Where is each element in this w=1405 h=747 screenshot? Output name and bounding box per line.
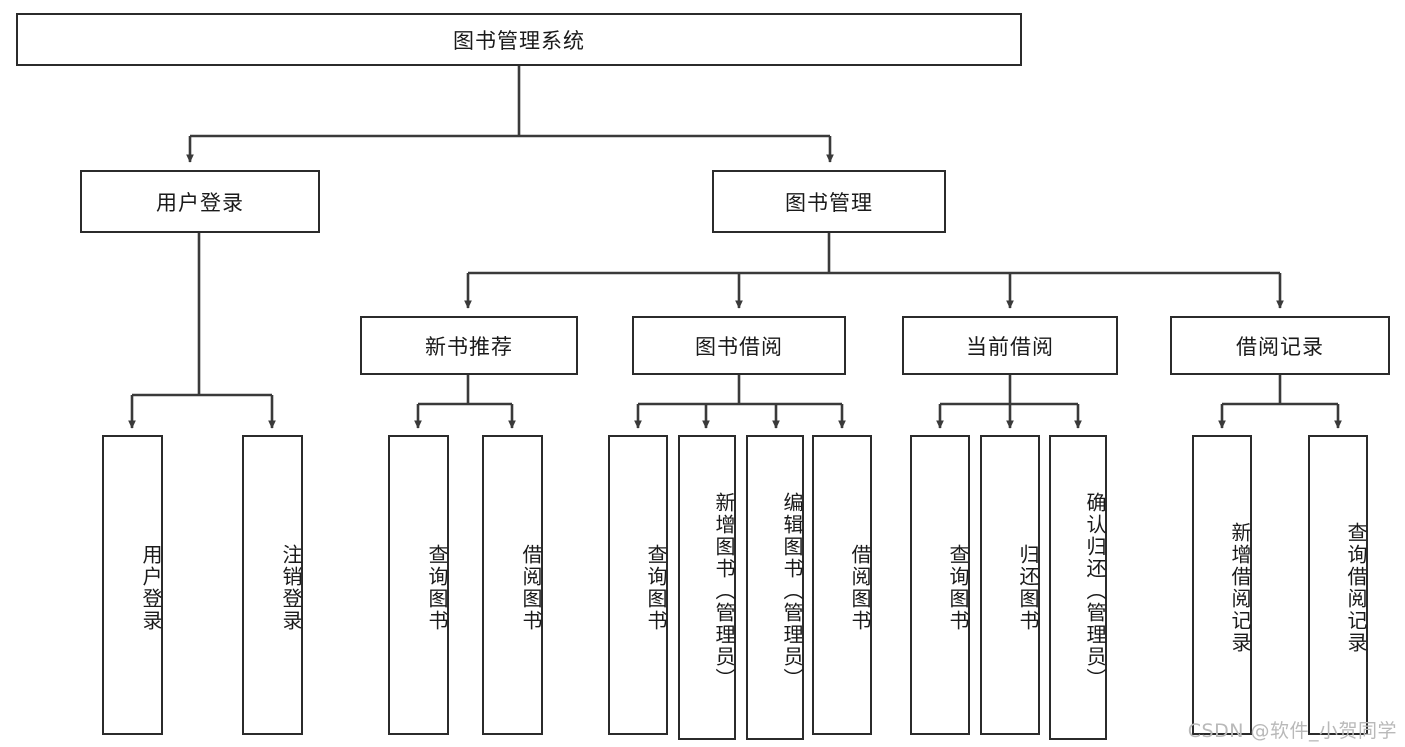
leaf-confirm-return-admin[interactable]: 确认归还（管理员）	[1049, 435, 1107, 740]
node-book-borrow[interactable]: 图书借阅	[632, 316, 846, 375]
leaf-logout-label: 注销登录	[279, 544, 303, 632]
leaf-query-borrow-record-label: 查询借阅记录	[1344, 522, 1368, 654]
leaf-user-login-label: 用户登录	[139, 544, 163, 632]
csdn-watermark: CSDN @软件_小贺同学	[1187, 720, 1397, 742]
leaf-query-book-newrec-label: 查询图书	[425, 544, 449, 632]
leaf-borrow-book-borrow[interactable]: 借阅图书	[812, 435, 872, 735]
leaf-query-book-current-label: 查询图书	[946, 544, 970, 632]
node-user-login-label: 用户登录	[156, 190, 244, 215]
node-current-borrow-label: 当前借阅	[966, 334, 1054, 359]
node-current-borrow[interactable]: 当前借阅	[902, 316, 1118, 375]
leaf-borrow-book-newrec[interactable]: 借阅图书	[482, 435, 543, 735]
leaf-confirm-return-admin-label: 确认归还（管理员）	[1083, 491, 1107, 690]
leaf-edit-book-admin-label: 编辑图书（管理员）	[780, 491, 804, 690]
leaf-query-borrow-record[interactable]: 查询借阅记录	[1308, 435, 1368, 735]
node-book-manage[interactable]: 图书管理	[712, 170, 946, 233]
leaf-add-book-admin[interactable]: 新增图书（管理员）	[678, 435, 736, 740]
leaf-return-book[interactable]: 归还图书	[980, 435, 1040, 735]
node-borrow-record-label: 借阅记录	[1236, 334, 1324, 359]
node-new-book-recommend-label: 新书推荐	[425, 334, 513, 359]
node-borrow-record[interactable]: 借阅记录	[1170, 316, 1390, 375]
node-new-book-recommend[interactable]: 新书推荐	[360, 316, 578, 375]
leaf-return-book-label: 归还图书	[1016, 544, 1040, 632]
leaf-add-book-admin-label: 新增图书（管理员）	[712, 491, 736, 690]
leaf-logout[interactable]: 注销登录	[242, 435, 303, 735]
leaf-query-book-current[interactable]: 查询图书	[910, 435, 970, 735]
leaf-query-book-borrow[interactable]: 查询图书	[608, 435, 668, 735]
node-user-login[interactable]: 用户登录	[80, 170, 320, 233]
leaf-user-login[interactable]: 用户登录	[102, 435, 163, 735]
node-book-manage-label: 图书管理	[785, 190, 873, 215]
leaf-add-borrow-record[interactable]: 新增借阅记录	[1192, 435, 1252, 735]
node-root-label: 图书管理系统	[453, 28, 585, 53]
leaf-edit-book-admin[interactable]: 编辑图书（管理员）	[746, 435, 804, 740]
node-book-borrow-label: 图书借阅	[695, 334, 783, 359]
node-root[interactable]: 图书管理系统	[16, 13, 1022, 66]
leaf-query-book-newrec[interactable]: 查询图书	[388, 435, 449, 735]
leaf-query-book-borrow-label: 查询图书	[644, 544, 668, 632]
leaf-borrow-book-borrow-label: 借阅图书	[848, 544, 872, 632]
leaf-borrow-book-newrec-label: 借阅图书	[519, 544, 543, 632]
leaf-add-borrow-record-label: 新增借阅记录	[1228, 522, 1252, 654]
